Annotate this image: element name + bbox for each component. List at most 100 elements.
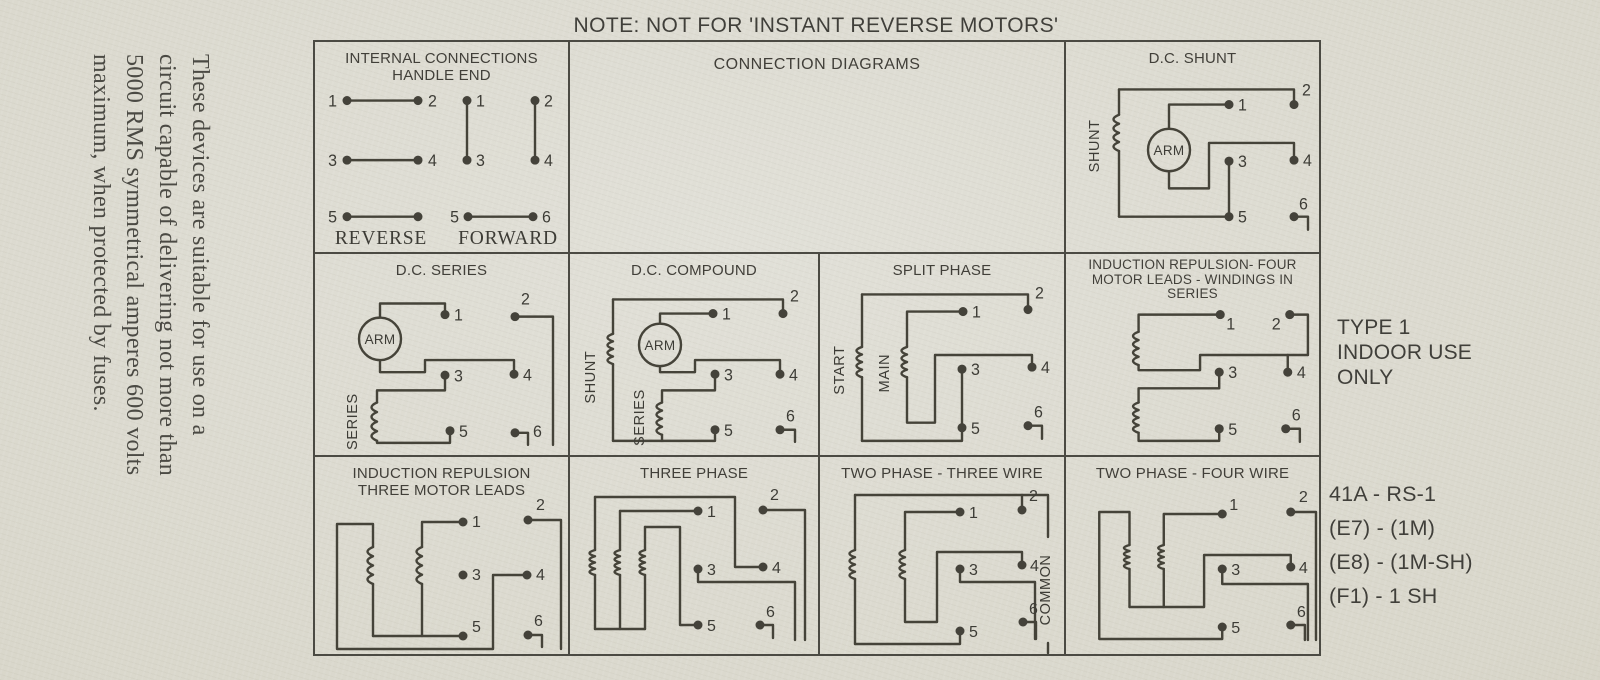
terminal-number: 6 (786, 408, 795, 426)
wire (853, 493, 1050, 539)
terminal-dot (693, 564, 703, 574)
disclaimer-line: 5000 RMS symmetrical amperes 600 volts (121, 54, 147, 476)
terminal-number: 4 (536, 567, 545, 584)
terminal-dot (1224, 100, 1234, 110)
wire (375, 373, 447, 404)
terminal-number: 5 (724, 422, 733, 440)
terminal-dot (1224, 212, 1234, 222)
terminal-dot (342, 212, 352, 222)
cell-title: THREE PHASE (639, 465, 749, 482)
cell-title: D.C. COMPOUND (631, 262, 757, 279)
armature-label: ARM (365, 332, 396, 347)
terminal-number: 3 (328, 152, 337, 170)
wire (593, 495, 765, 569)
cell-title: D.C. SERIES (395, 262, 488, 279)
terminal-number: 6 (542, 209, 551, 227)
wire (860, 426, 964, 443)
terminal-number: 4 (1297, 364, 1306, 382)
vertical-label: COMMON (1038, 555, 1054, 626)
code-line: (E7) - (1M) (1329, 516, 1436, 540)
wire (1137, 313, 1222, 333)
terminal-number: 1 (707, 504, 716, 521)
wire (905, 353, 1034, 424)
terminal-dot (413, 96, 423, 106)
wire (378, 302, 447, 318)
terminal-dot (1214, 367, 1224, 377)
terminal-number: 2 (536, 497, 545, 514)
terminal-dot (1286, 507, 1296, 517)
terminal-number: 5 (707, 618, 716, 635)
terminal-number: 2 (1029, 488, 1038, 505)
disclaimer-line: maximum, when protected by fuses. (88, 54, 114, 412)
terminal-dot (523, 515, 533, 525)
terminal-number: 2 (1299, 488, 1308, 506)
coil-label: MAIN (877, 354, 893, 393)
terminal-dot (1289, 155, 1299, 165)
wire (1221, 567, 1310, 642)
wire (1167, 141, 1296, 190)
terminal-dot (1285, 310, 1295, 320)
code-line: (E8) - (1M-SH) (1329, 550, 1473, 574)
terminal-dot (1018, 617, 1028, 627)
cell-title: TWO PHASE - FOUR WIRE (1095, 465, 1290, 482)
terminal-dot (1215, 310, 1225, 320)
coil-label: SERIES (632, 389, 648, 446)
terminal-dot (462, 96, 472, 106)
wire (860, 293, 1030, 311)
terminal-number: 6 (1297, 603, 1306, 621)
terminal-dot (458, 631, 468, 641)
wire (1289, 510, 1318, 642)
cell-title: TWO PHASE - THREE WIRE (841, 465, 1043, 482)
terminal-dot (413, 155, 423, 165)
wire (1292, 215, 1310, 231)
terminal-dot (1217, 509, 1227, 519)
wire (1167, 103, 1231, 130)
terminal-number: 2 (521, 290, 530, 308)
terminal-number: 1 (722, 306, 731, 324)
coil-symbol (588, 548, 597, 577)
terminal-dot (1289, 212, 1299, 222)
coil-symbol (370, 401, 379, 443)
coil-symbol (606, 332, 615, 366)
cell-title: D.C. SHUNT (1148, 50, 1237, 67)
type-line: ONLY (1337, 366, 1394, 389)
coil-label: START (832, 346, 848, 395)
terminal-number: 2 (544, 93, 553, 111)
coil-symbol (1131, 330, 1140, 367)
armature-circle (637, 322, 683, 368)
terminal-dot (528, 212, 538, 222)
terminal-number: 4 (789, 366, 798, 384)
terminal-dot (445, 426, 455, 436)
terminal-number: 3 (1228, 364, 1237, 382)
wire (335, 522, 529, 651)
terminal-dot (523, 630, 533, 640)
terminal-dot (775, 369, 785, 379)
wire (378, 358, 516, 376)
terminal-dot (462, 155, 472, 165)
cell-connection-diagrams-header: CONNECTION DIAGRAMS (570, 42, 1066, 254)
wire (1117, 88, 1296, 106)
armature-circle (357, 316, 403, 362)
terminal-number: 5 (328, 209, 337, 227)
terminal-dot (958, 307, 968, 317)
terminal-number: 3 (969, 562, 978, 579)
terminal-dot (1224, 156, 1234, 166)
terminal-dot (1023, 421, 1033, 431)
terminal-number: 4 (1299, 559, 1308, 577)
terminal-dot (530, 155, 540, 165)
terminal-number: 6 (533, 423, 542, 441)
cell-induction-repulsion-four-leads: INDUCTION REPULSION- FOUR MOTOR LEADS - … (1066, 254, 1319, 457)
terminal-dot (710, 369, 720, 379)
wire (1098, 510, 1224, 641)
coil-symbol (415, 545, 424, 586)
coil-label: SHUNT (1087, 120, 1103, 173)
terminal-dot (1217, 564, 1227, 574)
